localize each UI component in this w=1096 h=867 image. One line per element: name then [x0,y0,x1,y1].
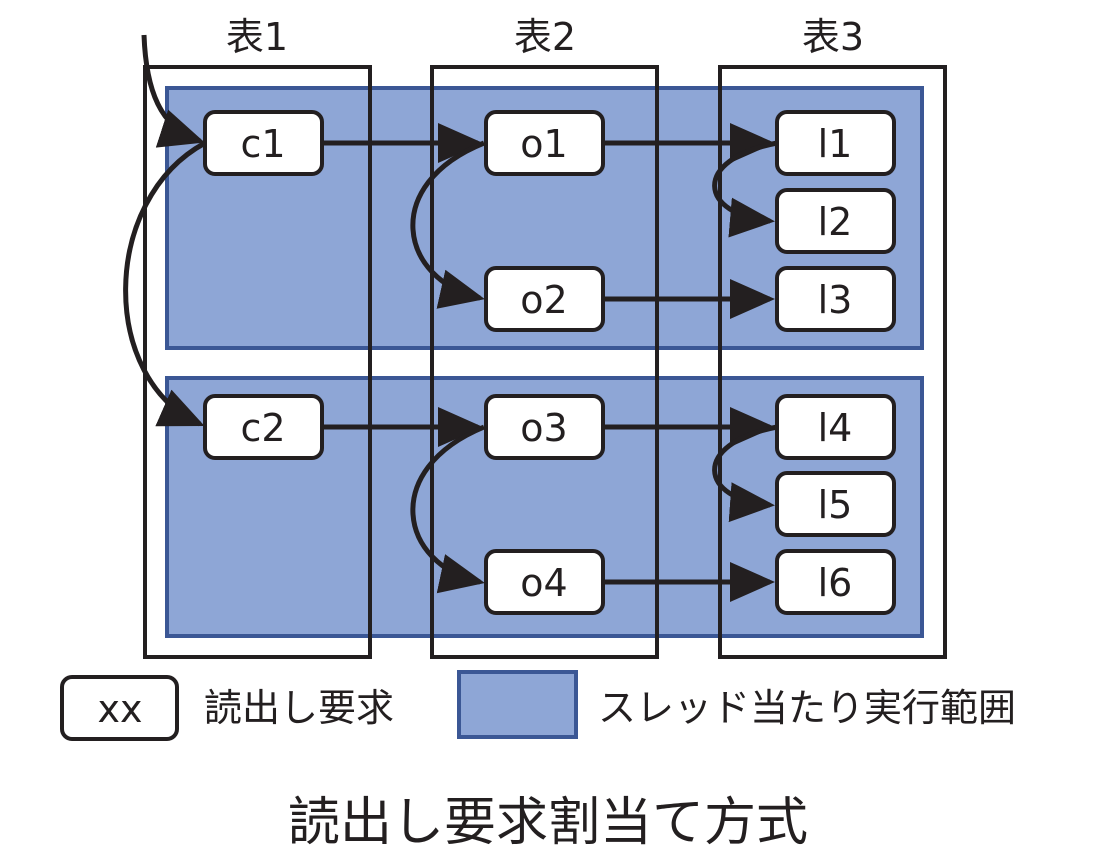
node-c2-label: c2 [240,406,285,450]
arrow-c1-c2 [123,140,207,427]
node-c2: c2 [203,394,324,460]
legend: xx 読出し要求 スレッド当たり実行範囲 [60,670,1016,741]
legend-request-label: 読出し要求 [204,686,394,730]
node-l3: l3 [775,266,896,332]
table-3-box [718,65,947,659]
node-c1-label: c1 [240,122,285,166]
legend-request-box-text: xx [98,687,143,731]
node-l4: l4 [775,394,896,460]
table-1-label: 表1 [226,15,288,59]
arrow-entry-c1 [141,34,205,148]
arrow-o3-o4 [410,424,485,594]
table-2-label: 表2 [514,15,576,59]
node-l1-label: l1 [818,122,853,166]
arrow-o1-o2 [410,140,485,309]
node-l1: l1 [775,110,896,176]
legend-request-box [60,675,179,741]
node-l3-label: l3 [818,278,853,322]
arrows [123,34,778,602]
table-2-box [430,65,659,659]
node-l6: l6 [775,549,896,615]
arrow-l1-l2 [712,140,778,238]
node-o4: o4 [484,549,605,615]
legend-thread-swatch [457,670,578,739]
table-1-box [143,65,372,659]
arrow-l4-l5 [712,424,778,523]
node-l5: l5 [775,471,896,537]
node-l5-label: l5 [818,483,853,527]
node-l6-label: l6 [818,561,853,605]
node-o3-label: o3 [520,406,567,450]
node-o2: o2 [484,266,605,332]
table-3-label: 表3 [802,15,864,59]
node-o2-label: o2 [520,278,567,322]
legend-thread-label: スレッド当たり実行範囲 [598,686,1016,730]
node-o1: o1 [484,110,605,176]
node-o1-label: o1 [520,122,567,166]
diagram-caption: 読出し要求割当て方式 [288,793,808,853]
node-l2: l2 [775,188,896,254]
node-l4-label: l4 [818,406,853,450]
node-o4-label: o4 [520,561,567,605]
node-o3: o3 [484,394,605,460]
node-l2-label: l2 [818,200,853,244]
node-c1: c1 [203,110,324,176]
